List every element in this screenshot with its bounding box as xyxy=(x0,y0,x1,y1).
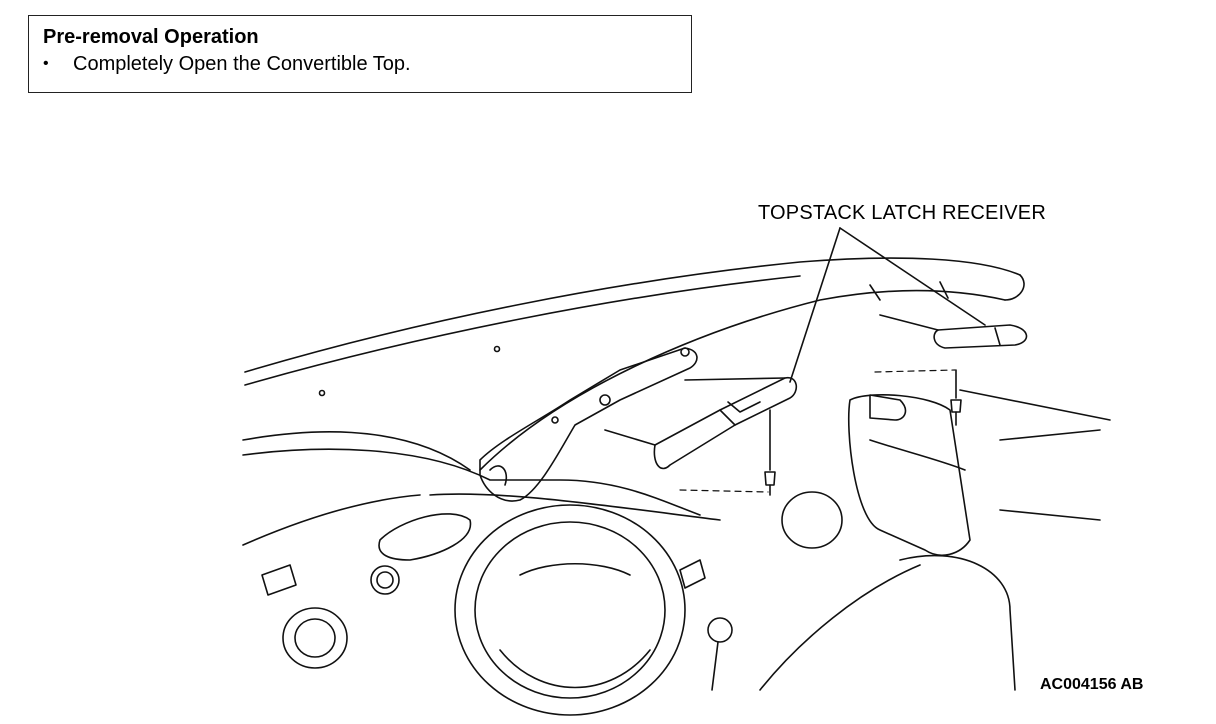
callout-leaders xyxy=(789,227,986,383)
steering-wheel xyxy=(454,504,686,716)
latch-receiver-right xyxy=(879,314,1028,349)
shift-knob xyxy=(707,617,733,691)
a-pillar-bracket xyxy=(479,347,698,502)
vents xyxy=(261,513,706,596)
pre-removal-box: Pre-removal Operation • Completely Open … xyxy=(28,15,692,93)
pre-removal-title: Pre-removal Operation xyxy=(43,26,259,48)
topstack-latch-receiver-label: TOPSTACK LATCH RECEIVER xyxy=(758,202,1046,224)
pre-removal-item-text: Completely Open the Convertible Top. xyxy=(73,53,411,75)
alignment-lines xyxy=(679,369,956,493)
instrument-gauges xyxy=(282,491,843,669)
dashboard-top xyxy=(242,345,721,546)
windshield-frame xyxy=(244,257,1025,471)
figure-code: AC004156 AB xyxy=(1040,676,1144,693)
bolts xyxy=(764,369,962,496)
door-and-seat xyxy=(759,389,1111,691)
pre-removal-item: • Completely Open the Convertible Top. xyxy=(43,50,677,78)
latch-receiver-center xyxy=(604,376,798,470)
bullet-icon: • xyxy=(43,55,49,72)
